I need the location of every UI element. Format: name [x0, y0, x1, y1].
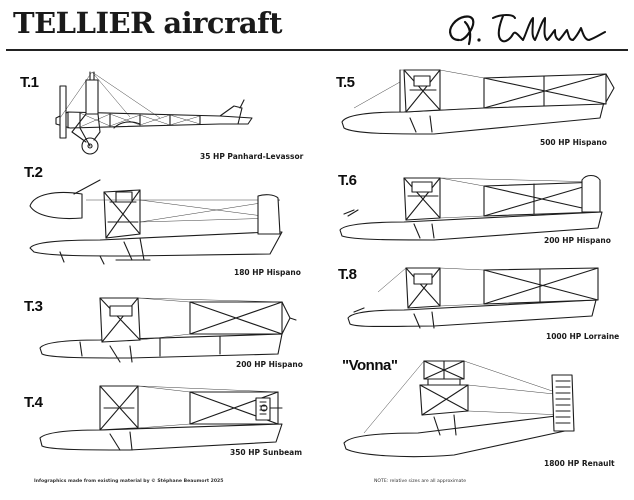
aircraft-label: T.4: [24, 394, 43, 411]
t1-drawing: [55, 71, 253, 155]
page-title: TELLIER aircraft: [13, 6, 283, 40]
aircraft-label: T.2: [24, 164, 43, 181]
aircraft-label: T.6: [338, 172, 357, 189]
t4-drawing: [39, 385, 283, 451]
t8-drawing: [347, 267, 599, 329]
t6-drawing: [339, 174, 603, 241]
aircraft-t4: T.4 350 HP Sunbeam: [20, 380, 310, 462]
aircraft-label: T.8: [338, 266, 357, 283]
aircraft-t6: T.6 200 HP Hispano: [334, 170, 624, 254]
aircraft-t1: T.1 35 HP Panhard-Levassor: [20, 62, 310, 172]
engine-label: 1800 HP Renault: [544, 459, 615, 468]
aircraft-t8: T.8 1000 HP Lorraine: [334, 262, 624, 352]
aircraft-label: T.1: [20, 74, 39, 91]
engine-label: 35 HP Panhard-Levassor: [200, 152, 304, 161]
aircraft-vonna: "Vonna" 1800 HP Renault: [334, 355, 624, 473]
t2-drawing: [29, 179, 283, 265]
engine-label: 200 HP Hispano: [544, 236, 611, 245]
t3-drawing: [39, 297, 297, 363]
t5-drawing: [341, 69, 615, 135]
vonna-drawing: [343, 360, 575, 458]
aircraft-label: T.5: [336, 74, 355, 91]
aircraft-t2: T.2 180 HP Hispano: [20, 162, 310, 282]
aircraft-label: T.3: [24, 298, 43, 315]
engine-label: 1000 HP Lorraine: [546, 332, 620, 341]
tellier-signature: [449, 14, 606, 46]
size-note: NOTE: relative sizes are all approximate: [374, 479, 467, 484]
engine-label: 180 HP Hispano: [234, 268, 301, 277]
header-divider: [6, 49, 628, 51]
aircraft-t3: T.3 200 HP Hispano: [20, 288, 310, 378]
engine-label: 200 HP Hispano: [236, 360, 303, 369]
aircraft-label: "Vonna": [342, 357, 398, 374]
credit-footnote: Infographics made from existing material…: [34, 479, 224, 484]
engine-label: 350 HP Sunbeam: [230, 448, 303, 457]
engine-label: 500 HP Hispano: [540, 138, 607, 147]
aircraft-t5: T.5 500 HP Hispano: [334, 62, 624, 152]
